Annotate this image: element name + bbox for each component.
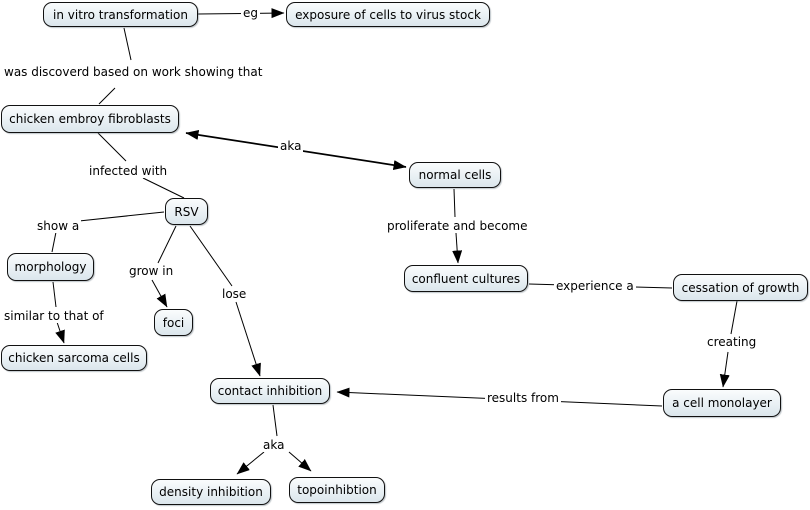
link-label-was-discoverd[interactable]: was discoverd based on work showing that (2, 65, 265, 79)
link-label-creating[interactable]: creating (705, 335, 759, 349)
edge-normal-to-proliferate (453, 188, 456, 218)
link-label-aka-upper[interactable]: aka (278, 139, 304, 153)
edge-ivt-to-phrase (123, 27, 132, 61)
edge-cef-to-infected (97, 132, 127, 162)
link-label-aka-lower[interactable]: aka (261, 438, 287, 452)
edge-proliferate-to-confluent (452, 232, 463, 264)
concept-contact-inhibition[interactable]: contact inhibition (210, 378, 330, 404)
concept-morphology[interactable]: morphology (7, 253, 94, 281)
edge-rsv-to-lose (189, 225, 233, 287)
concept-confluent-cultures[interactable]: confluent cultures (404, 265, 528, 292)
concept-rsv[interactable]: RSV (165, 198, 208, 225)
link-label-experience-a[interactable]: experience a (554, 279, 636, 293)
link-label-similar-to-that-of[interactable]: similar to that of (2, 309, 106, 323)
edge-aka-to-density (236, 451, 265, 475)
link-label-lose[interactable]: lose (220, 287, 249, 301)
concept-density-inhibition[interactable]: density inhibition (151, 479, 271, 505)
edge-phrase-to-cef (98, 87, 116, 105)
link-label-infected-with[interactable]: infected with (87, 164, 170, 178)
edge-contact-to-aka (272, 404, 278, 437)
edge-infected-to-rsv (142, 177, 185, 199)
concept-chicken-sarcoma-cells[interactable]: chicken sarcoma cells (1, 345, 147, 371)
edge-rsv-to-showa (78, 211, 165, 222)
concept-foci[interactable]: foci (154, 309, 193, 336)
edge-creating-to-monolayer (719, 351, 730, 388)
edge-lose-to-contact (235, 301, 261, 377)
link-label-show-a[interactable]: show a (35, 219, 82, 233)
edge-rsv-to-growin (157, 225, 177, 264)
concept-cessation-of-growth[interactable]: cessation of growth (673, 274, 808, 301)
edge-growin-to-foci (151, 279, 168, 308)
concept-normal-cells[interactable]: normal cells (409, 162, 501, 188)
concept-in-vitro-transformation[interactable]: in vitro transformation (43, 2, 198, 27)
concept-exposure-of-cells-to-virus-stock[interactable]: exposure of cells to virus stock (286, 2, 490, 27)
link-label-results-from[interactable]: results from (485, 391, 561, 405)
edge-cessation-to-creating (730, 300, 738, 335)
link-label-proliferate-and-become[interactable]: proliferate and become (385, 219, 530, 233)
edge-similar-to-csc (55, 321, 65, 344)
edge-showa-to-morphology (51, 231, 57, 253)
edge-morphology-to-similar (52, 281, 57, 308)
concept-a-cell-monolayer[interactable]: a cell monolayer (663, 389, 781, 417)
concept-topoinhibtion[interactable]: topoinhibtion (289, 477, 385, 503)
link-label-grow-in[interactable]: grow in (127, 264, 176, 278)
concept-chicken-embroy-fibroblasts[interactable]: chicken embroy fibroblasts (1, 105, 179, 133)
link-label-eg[interactable]: eg (241, 6, 260, 20)
edge-aka-to-topo (288, 451, 312, 472)
